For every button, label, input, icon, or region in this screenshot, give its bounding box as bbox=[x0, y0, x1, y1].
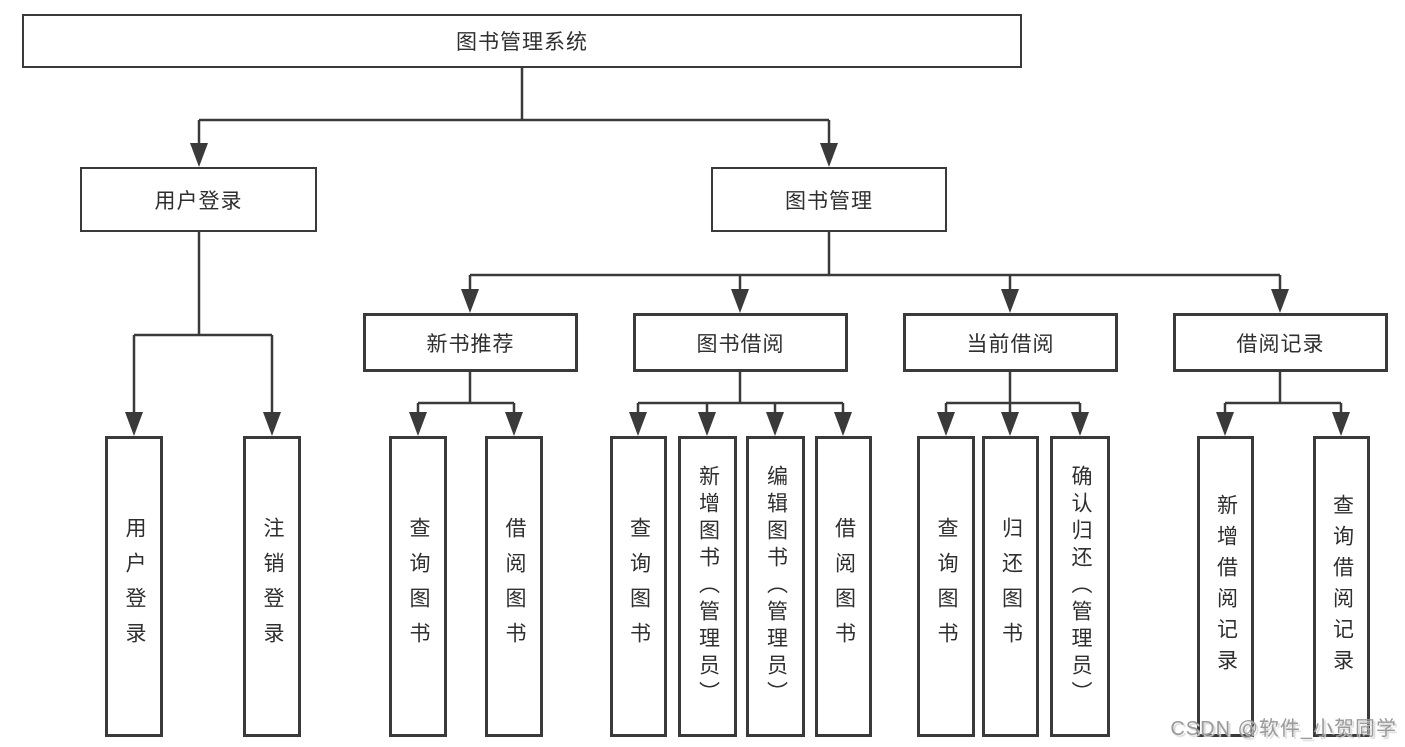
node-book-borrowing: 图书借阅 bbox=[633, 313, 848, 372]
node-leaf-borrow-books-recommend: 借阅图书 bbox=[485, 436, 543, 737]
node-leaf-add-borrow-record: 新增借阅记录 bbox=[1197, 436, 1254, 737]
node-leaf-edit-books-admin: 编辑图书（管理员） bbox=[746, 436, 805, 737]
node-leaf-user-login: 用户登录 bbox=[105, 436, 163, 737]
node-library-system: 图书管理系统 bbox=[22, 14, 1022, 68]
node-leaf-query-books-recommend: 查询图书 bbox=[389, 436, 447, 737]
node-book-management: 图书管理 bbox=[711, 167, 947, 232]
node-new-book-recommendation: 新书推荐 bbox=[363, 313, 578, 372]
watermark-text: CSDN @软件_小贺同学 bbox=[1170, 718, 1397, 740]
node-leaf-return-books: 归还图书 bbox=[982, 436, 1039, 737]
node-leaf-logout: 注销登录 bbox=[243, 436, 301, 737]
node-leaf-borrow-books: 借阅图书 bbox=[815, 436, 872, 737]
node-leaf-query-books-borrowing: 查询图书 bbox=[610, 436, 667, 737]
node-leaf-add-books-admin: 新增图书（管理员） bbox=[678, 436, 737, 737]
node-current-borrowing: 当前借阅 bbox=[903, 313, 1118, 372]
node-leaf-query-books-current: 查询图书 bbox=[917, 436, 975, 737]
node-leaf-confirm-return-admin: 确认归还（管理员） bbox=[1050, 436, 1110, 737]
node-leaf-query-borrow-record: 查询借阅记录 bbox=[1313, 436, 1370, 737]
node-user-login: 用户登录 bbox=[80, 167, 317, 232]
node-borrowing-records: 借阅记录 bbox=[1173, 313, 1388, 372]
